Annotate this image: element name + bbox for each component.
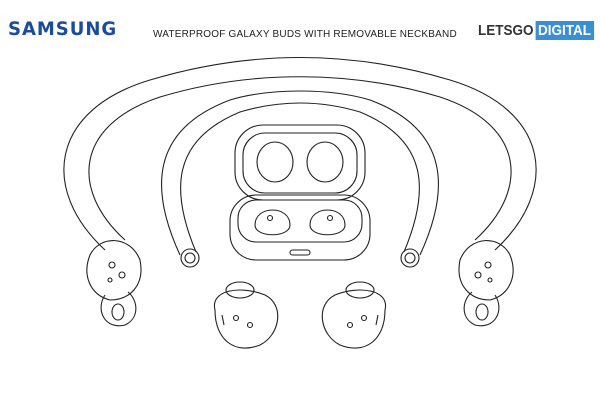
left-neck-earbud [86, 240, 142, 327]
charging-case [229, 124, 371, 261]
left-earbud [214, 281, 279, 349]
page-title: WATERPROOF GALAXY BUDS WITH REMOVABLE NE… [153, 29, 457, 40]
neckband-outer [63, 56, 537, 251]
right-earbud [321, 281, 386, 349]
brand-letsgo: LETSGO [478, 22, 534, 39]
letsgodigital-logo: LETSGO DIGITAL [478, 21, 594, 40]
neckband-inner [161, 90, 439, 268]
samsung-logo: SAMSUNG [8, 18, 118, 40]
brand-digital: DIGITAL [535, 21, 594, 40]
right-neck-earbud [458, 240, 514, 327]
